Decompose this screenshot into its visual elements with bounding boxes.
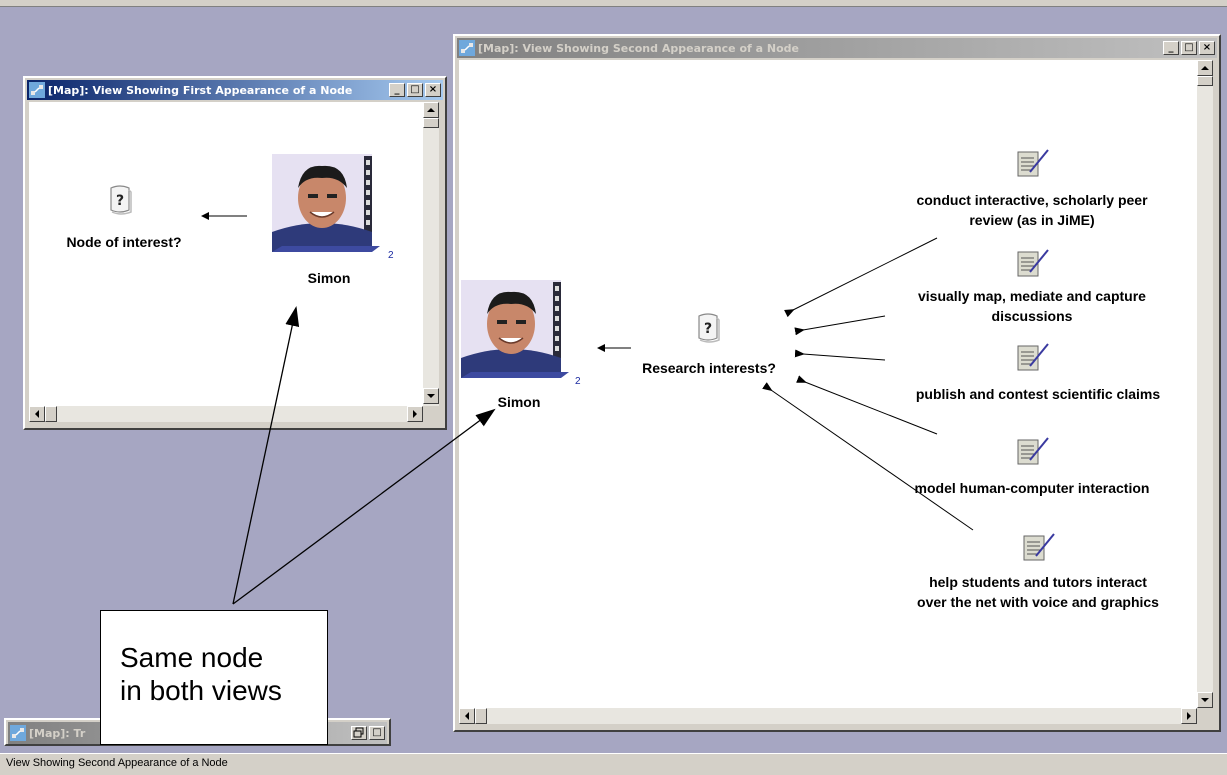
map-canvas-first[interactable]: ? Node of interest? 2 Simon: [29, 102, 423, 406]
note-label: conduct interactive, scholarly peer revi…: [877, 190, 1187, 230]
note-label-line: over the net with voice and graphics: [917, 594, 1159, 610]
node-label-research-interests: Research interests?: [642, 360, 776, 376]
status-bar: View Showing Second Appearance of a Node: [0, 753, 1227, 775]
scroll-corner: [423, 406, 439, 422]
maximize-button[interactable]: □: [369, 726, 385, 740]
window-title: [Map]: View Showing Second Appearance of…: [478, 41, 799, 55]
map-icon: [10, 725, 26, 741]
note-label: visually map, mediate and capture discus…: [877, 286, 1187, 326]
scroll-corner: [1197, 708, 1213, 724]
scroll-thumb[interactable]: [1197, 76, 1213, 86]
node-label-simon: Simon: [307, 270, 351, 286]
note-label-line: publish and contest scientific claims: [915, 386, 1161, 402]
title-bar-first[interactable]: [Map]: View Showing First Appearance of …: [27, 80, 443, 100]
reference-count-badge: 2: [575, 376, 581, 387]
link-arrow: [597, 344, 631, 352]
note-label-line: visually map, mediate and capture: [918, 288, 1146, 304]
note-label-line: model human-computer interaction: [914, 480, 1150, 496]
top-frame-edge: [0, 0, 1227, 7]
scroll-thumb[interactable]: [45, 406, 57, 422]
note-label-line: help students and tutors interact: [929, 574, 1147, 590]
link-arrow: [201, 212, 247, 220]
links-layer: [762, 237, 974, 531]
status-text: View Showing Second Appearance of a Node: [6, 757, 228, 769]
horizontal-scrollbar[interactable]: [29, 406, 423, 422]
map-canvas-second[interactable]: 2 Simon ? Research interests?: [459, 60, 1197, 708]
scroll-thumb[interactable]: [423, 118, 439, 128]
restore-button[interactable]: [351, 726, 367, 740]
restore-icon: [353, 727, 364, 738]
node-label-node-of-interest: Node of interest?: [66, 234, 182, 250]
note-node-icon[interactable]: [1016, 342, 1050, 372]
scroll-thumb[interactable]: [475, 708, 487, 724]
callout-line: Same node: [120, 642, 264, 673]
minimize-button[interactable]: _: [1163, 41, 1179, 55]
note-label-line: conduct interactive, scholarly peer: [916, 192, 1148, 208]
callout-line: in both views: [120, 675, 282, 706]
svg-text:?: ?: [116, 193, 124, 209]
annotation-callout: Same node in both views: [100, 610, 328, 745]
note-node-icon[interactable]: [1016, 248, 1050, 278]
scroll-right-button[interactable]: [1181, 708, 1197, 724]
horizontal-scrollbar[interactable]: [459, 708, 1197, 724]
person-photo[interactable]: [461, 280, 571, 382]
note-label: help students and tutors interact over t…: [879, 572, 1197, 612]
note-node-icon[interactable]: [1016, 148, 1050, 178]
scroll-right-button[interactable]: [407, 406, 423, 422]
scroll-up-button[interactable]: [1197, 60, 1213, 76]
maximize-button[interactable]: □: [407, 83, 423, 97]
note-label-line: discussions: [991, 308, 1073, 324]
note-label: publish and contest scientific claims: [879, 384, 1197, 404]
scroll-down-button[interactable]: [423, 388, 439, 404]
close-button[interactable]: ×: [1199, 41, 1215, 55]
vertical-scrollbar[interactable]: [423, 102, 439, 406]
note-label: model human-computer interaction: [877, 478, 1187, 498]
note-label-line: review (as in JiME): [969, 212, 1095, 228]
note-node-icon[interactable]: [1022, 532, 1056, 562]
map-window-second[interactable]: [Map]: View Showing Second Appearance of…: [453, 34, 1221, 732]
map-icon: [459, 40, 475, 56]
vertical-scrollbar[interactable]: [1197, 60, 1213, 708]
window-title: [Map]: View Showing First Appearance of …: [48, 83, 353, 97]
scroll-down-button[interactable]: [1197, 692, 1213, 708]
maximize-button[interactable]: □: [1181, 41, 1197, 55]
map-icon: [29, 82, 45, 98]
close-button[interactable]: ×: [425, 83, 441, 97]
window-title: [Map]: Tr: [29, 726, 86, 740]
minimize-button[interactable]: _: [389, 83, 405, 97]
scroll-left-button[interactable]: [29, 406, 45, 422]
question-node-icon[interactable]: ?: [107, 184, 133, 216]
svg-text:?: ?: [704, 321, 712, 337]
reference-count-badge: 2: [388, 250, 394, 261]
question-node-icon[interactable]: ?: [695, 312, 721, 344]
title-bar-second[interactable]: [Map]: View Showing Second Appearance of…: [457, 38, 1217, 58]
scroll-up-button[interactable]: [423, 102, 439, 118]
scroll-left-button[interactable]: [459, 708, 475, 724]
map-window-first[interactable]: [Map]: View Showing First Appearance of …: [23, 76, 447, 430]
node-label-simon: Simon: [497, 394, 541, 410]
note-node-icon[interactable]: [1016, 436, 1050, 466]
person-photo[interactable]: [272, 154, 382, 256]
